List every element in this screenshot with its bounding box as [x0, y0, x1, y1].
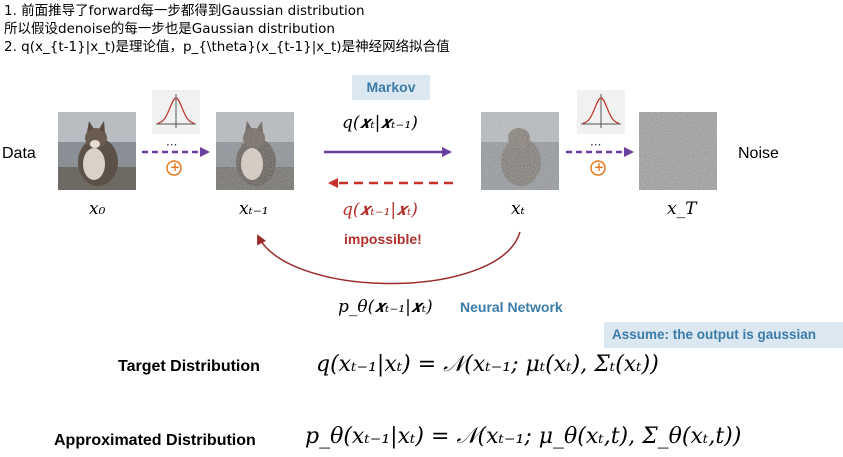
image-xT	[639, 112, 717, 190]
ellipsis-right: ···	[590, 138, 602, 152]
approx-distribution-label: Approximated Distribution	[54, 432, 256, 449]
markov-badge: Markov	[352, 75, 430, 100]
image-xt	[481, 112, 559, 190]
target-equation: q(xₜ₋₁|xₜ) = 𝒩(xₜ₋₁; μₜ(xₜ), Σₜ(xₜ))	[316, 352, 659, 377]
ellipsis-left: ···	[166, 138, 178, 152]
reverse-formula: q(𝒙ₜ₋₁|𝒙ₜ)	[342, 200, 418, 220]
plus-sign-right: +	[594, 160, 605, 174]
caption-xt-minus-1: xₜ₋₁	[239, 199, 269, 219]
plus-circle-left	[166, 160, 182, 176]
approx-equation: p_θ(xₜ₋₁|xₜ) = 𝒩(xₜ₋₁; μ_θ(xₜ,t), Σ_θ(xₜ…	[305, 424, 742, 449]
impossible-label: impossible!	[344, 231, 422, 247]
caption-xT: x_T	[667, 199, 697, 219]
image-x0	[58, 112, 136, 190]
data-label: Data	[2, 145, 36, 162]
gaussian-thumbnail-left	[152, 90, 200, 134]
caption-xt: xₜ	[511, 199, 525, 219]
gaussian-thumbnail-right	[577, 90, 625, 134]
target-distribution-label: Target Distribution	[118, 358, 260, 375]
model-formula: p_θ(𝒙ₜ₋₁|𝒙ₜ)	[338, 297, 433, 317]
assume-badge: Assume: the output is gaussian	[604, 322, 843, 348]
image-xt-minus-1	[216, 112, 294, 190]
reverse-curve	[257, 231, 521, 285]
plus-sign-left: +	[170, 160, 181, 174]
note-line-2: 所以假设denoise的每一步也是Gaussian distribution	[4, 21, 335, 37]
neural-network-label: Neural Network	[460, 299, 563, 315]
caption-x0: x₀	[89, 199, 106, 219]
note-line-3: 2. q(x_{t-1}|x_t)是理论值，p_{\theta}(x_{t-1}…	[4, 39, 450, 55]
note-line-1: 1. 前面推导了forward每一步都得到Gaussian distributi…	[4, 3, 365, 19]
plus-circle-right	[590, 160, 606, 176]
noise-label: Noise	[738, 145, 779, 162]
forward-formula: q(𝒙ₜ|𝒙ₜ₋₁)	[342, 113, 418, 133]
